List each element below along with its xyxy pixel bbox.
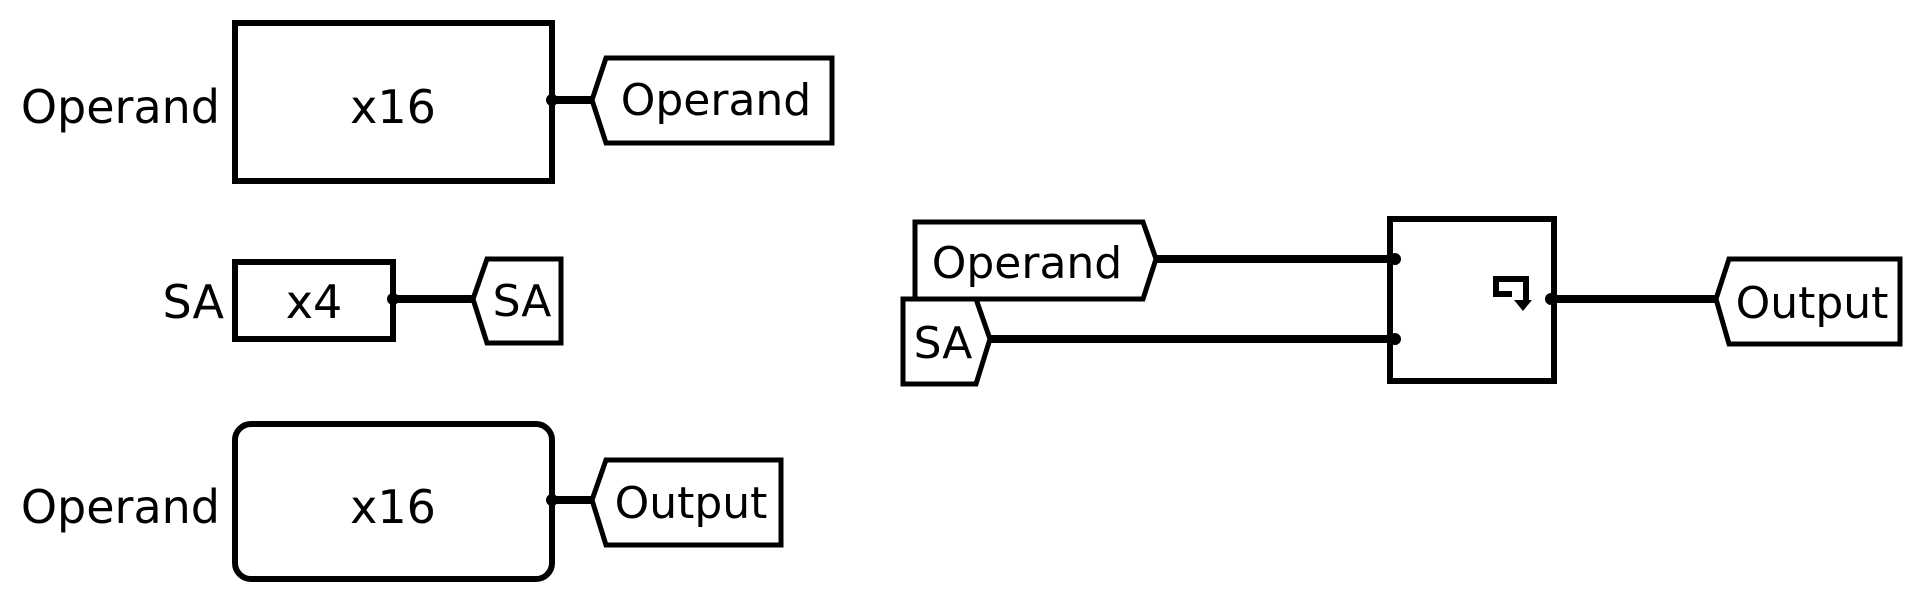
shift-arrow-icon <box>1493 276 1532 311</box>
operand-input-tunnel-label: Operand <box>621 75 812 126</box>
output-pin-width: x16 <box>350 480 436 534</box>
sa-input-tunnel-label: SA <box>493 276 552 327</box>
sa-input-box <box>232 259 396 342</box>
sa-input-tunnel <box>470 256 564 346</box>
operand-input-pin[interactable]: Operand x16 Operand <box>21 20 835 184</box>
operand-input-tunnel <box>589 55 835 146</box>
operand-input-label: Operand <box>21 80 220 134</box>
shifter-component[interactable] <box>1387 216 1557 384</box>
operand-input-width: x16 <box>350 80 436 134</box>
sa-tunnel-shape <box>900 296 993 387</box>
output-pin-tunnel <box>589 457 784 548</box>
output-tunnel-shape <box>1713 256 1903 347</box>
operand-tunnel-label: Operand <box>932 238 1123 289</box>
circuit-sa-tunnel[interactable]: SA <box>900 296 993 387</box>
operand-input-box <box>232 20 555 184</box>
shifter-operand-port[interactable] <box>1389 253 1401 265</box>
output-pin[interactable]: Operand x16 Output <box>21 421 784 582</box>
sa-input-label: SA <box>162 275 224 329</box>
sa-tunnel-label: SA <box>914 318 973 369</box>
shifter-sa-port[interactable] <box>1389 333 1401 345</box>
sa-input-pin[interactable]: SA x4 SA <box>162 256 564 346</box>
output-tunnel-label: Output <box>1736 278 1889 329</box>
sa-input-width: x4 <box>286 275 343 329</box>
output-pin-label: Operand <box>21 480 220 534</box>
circuit-output-tunnel[interactable]: Output <box>1713 256 1903 347</box>
operand-tunnel-shape <box>912 219 1159 302</box>
circuit-operand-tunnel[interactable]: Operand <box>912 219 1159 302</box>
output-pin-tunnel-label: Output <box>615 478 768 529</box>
